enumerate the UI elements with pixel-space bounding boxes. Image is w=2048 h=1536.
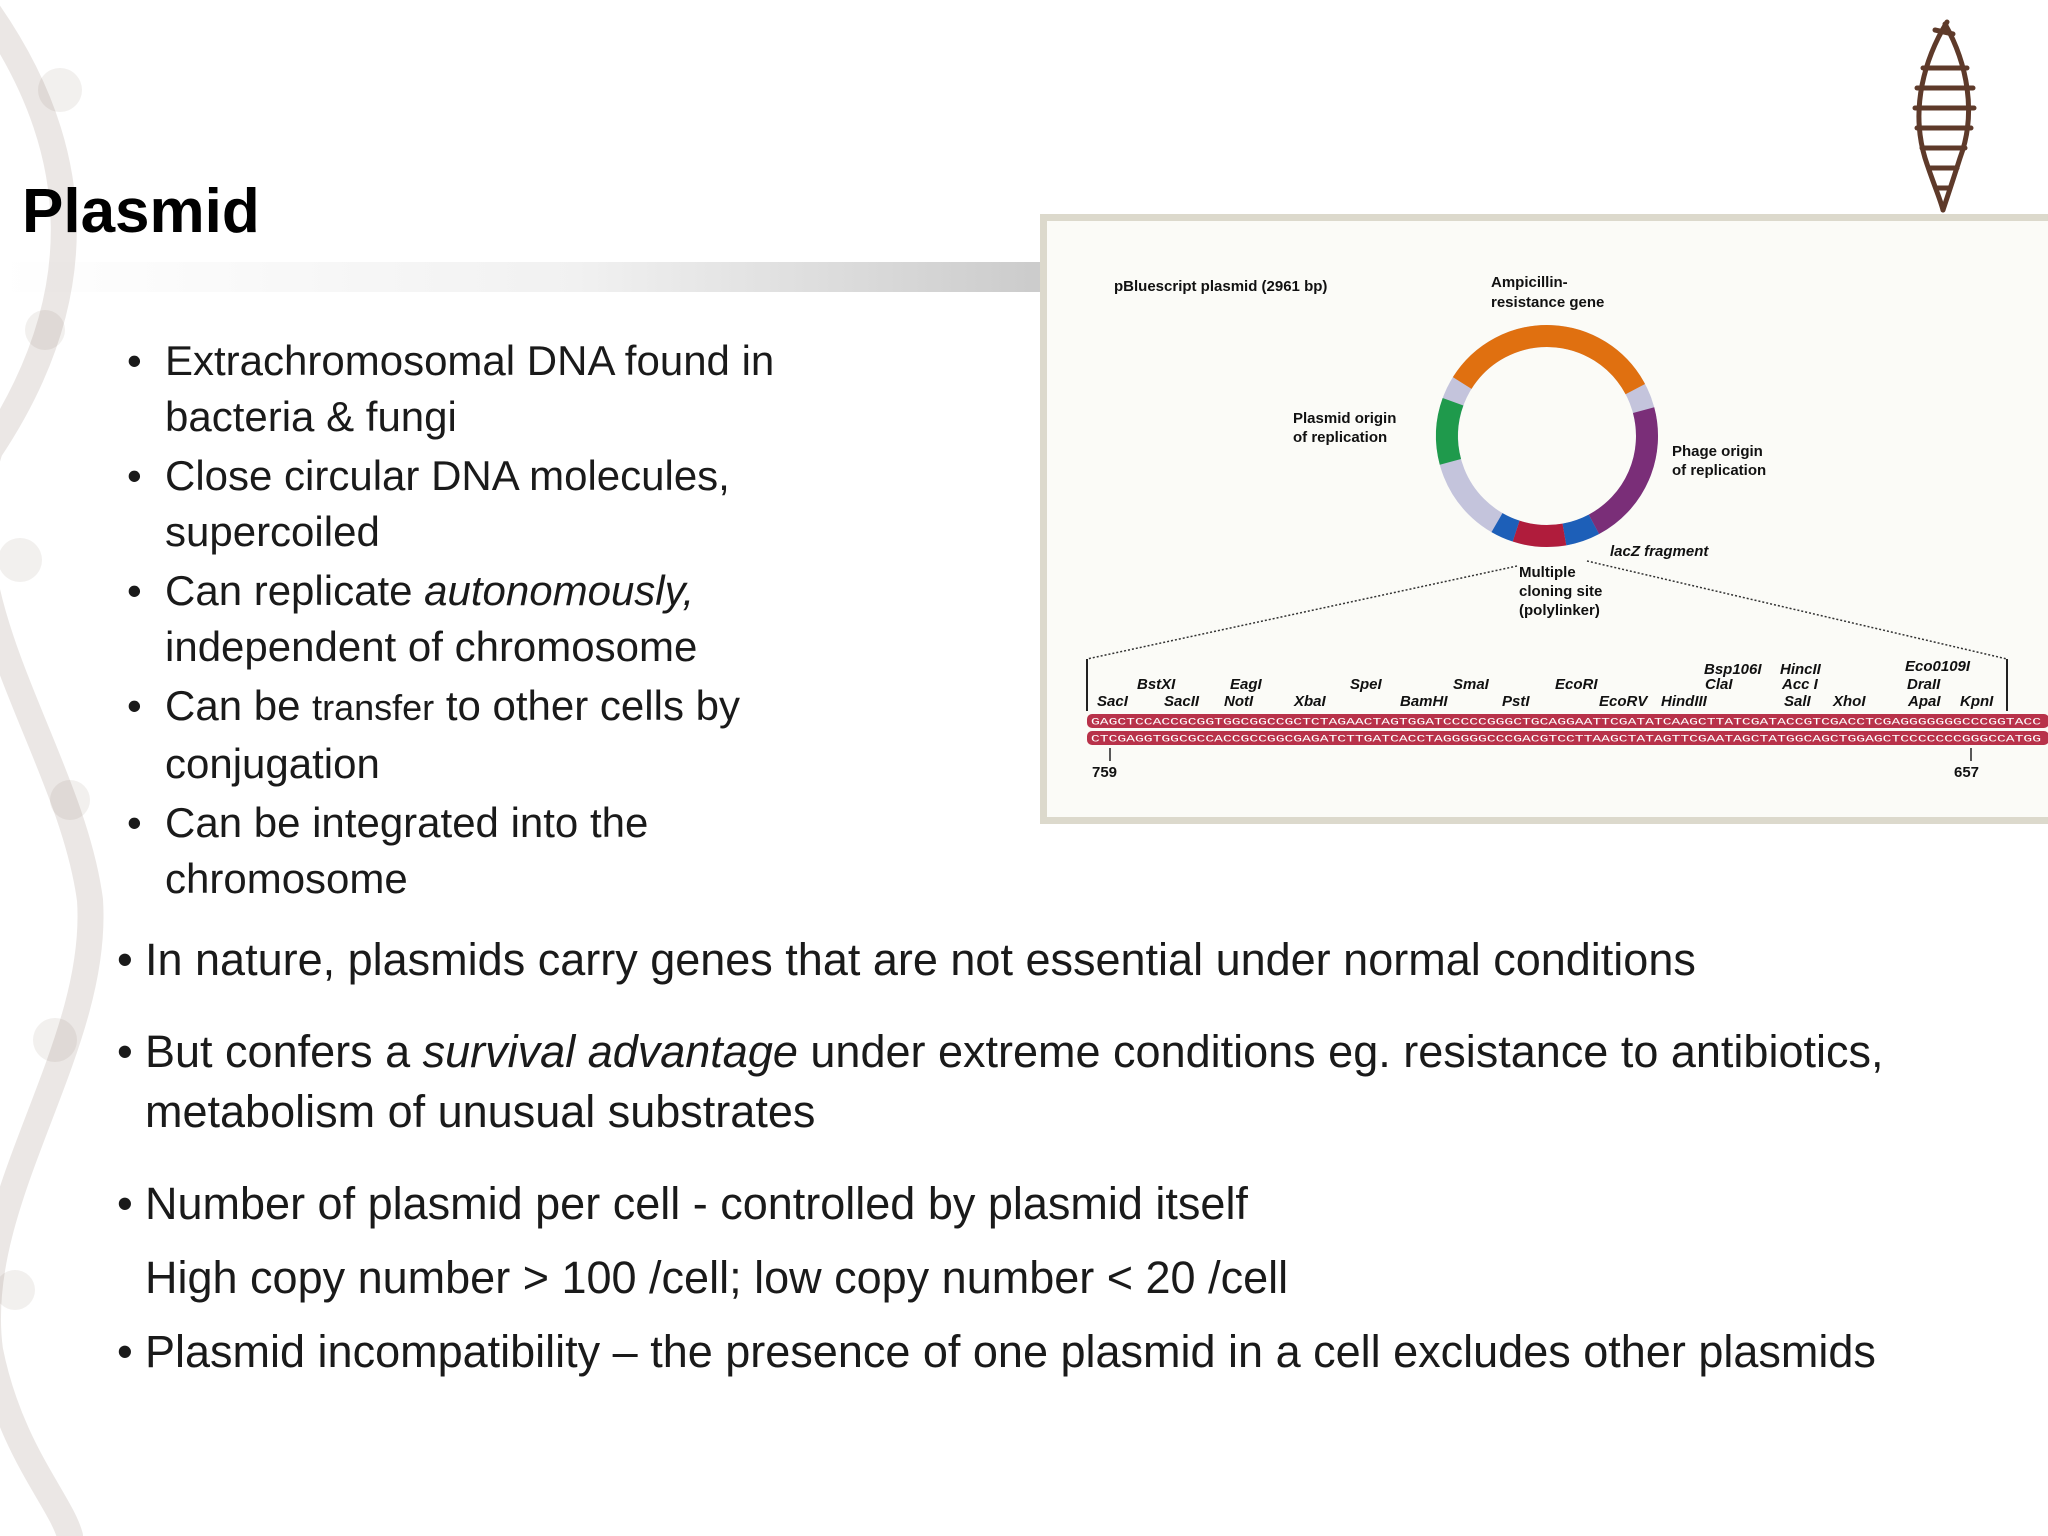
enzyme-label: SacI <box>1097 693 1129 710</box>
header-shadow-line <box>0 262 1050 292</box>
plasmid-title: pBluescript plasmid (2961 bp) <box>1114 278 1327 295</box>
enzyme-label: NotI <box>1224 693 1254 710</box>
position-left: 759 <box>1092 764 1117 781</box>
enzyme-label: BamHI <box>1400 693 1448 710</box>
enzyme-label: Eco0109I <box>1905 658 1971 675</box>
enzyme-label: Acc I <box>1781 676 1819 693</box>
phage-origin-label: of replication <box>1672 462 1766 479</box>
plasmid-figure: pBluescript plasmid (2961 bp) Ampicillin… <box>1040 214 2048 824</box>
top-bullet-list: Extrachromosomal DNA found in bacteria &… <box>127 333 885 910</box>
bullet-text: But confers a <box>145 1026 423 1077</box>
bullet-item: Can replicate autonomously, independent … <box>127 563 885 675</box>
bullet-item: Can be integrated into the chromosome <box>127 795 885 907</box>
phage-origin-label: Phage origin <box>1672 443 1763 460</box>
mcs-label: cloning site <box>1519 583 1602 600</box>
enzyme-label: BstXI <box>1137 676 1176 693</box>
expansion-line-right <box>1586 560 2008 660</box>
enzyme-label: EagI <box>1230 676 1263 693</box>
enzyme-label: SacII <box>1164 693 1200 710</box>
bullet-emphasis: survival advantage <box>422 1026 798 1077</box>
bullet-small-text: transfer <box>312 687 435 728</box>
bullet-item: Close circular DNA molecules, supercoile… <box>127 448 885 560</box>
dna-strand-top <box>1087 714 2048 728</box>
bullet-emphasis: autonomously, <box>424 567 695 614</box>
expansion-line-left <box>1086 565 1518 660</box>
plasmid-origin-label: of replication <box>1293 429 1387 446</box>
bullet-item: Extrachromosomal DNA found in bacteria &… <box>127 333 885 445</box>
sequence-bottom: CTCGAGGTGGCGCCACCGCCGGCGAGATCTTGATCACCTA… <box>1091 734 2041 745</box>
bullet-item: Number of plasmid per cell - controlled … <box>117 1174 1995 1234</box>
enzyme-label: ApaI <box>1907 693 1941 710</box>
enzyme-label: Bsp106I <box>1704 661 1762 678</box>
enzyme-label: XbaI <box>1293 693 1327 710</box>
bullet-text: independent of chromosome <box>165 623 698 670</box>
dna-strand-bottom <box>1087 731 2048 745</box>
bullet-subline: High copy number > 100 /cell; low copy n… <box>145 1252 1289 1303</box>
slide-title: Plasmid <box>22 177 260 246</box>
ampicillin-segment <box>1452 325 1646 395</box>
enzyme-label: SalI <box>1784 693 1812 710</box>
enzyme-label: ClaI <box>1705 676 1733 693</box>
plasmid-diagram: pBluescript plasmid (2961 bp) Ampicillin… <box>1086 274 2048 781</box>
bullet-text: under extreme conditions eg. resistance … <box>145 1026 1884 1137</box>
sequence-top: GAGCTCCACCGCGGTGGCGGCCGCTCTAGAACTAGTGGAT… <box>1091 717 2041 728</box>
dna-logo-icon <box>1912 19 1977 213</box>
plasmid-origin-label: Plasmid origin <box>1293 410 1396 427</box>
enzyme-label: SpeI <box>1350 676 1383 693</box>
bottom-bullet-list: In nature, plasmids carry genes that are… <box>117 930 1995 1382</box>
enzyme-label: HindIII <box>1661 693 1708 710</box>
mcs-label: (polylinker) <box>1519 602 1600 619</box>
phage-origin-segment <box>1588 407 1658 535</box>
enzyme-label: EcoRV <box>1599 693 1649 710</box>
bullet-item: Plasmid incompatibility – the presence o… <box>117 1322 1995 1382</box>
plasmid-origin-segment <box>1436 398 1464 465</box>
position-right: 657 <box>1954 764 1979 781</box>
ampicillin-label: resistance gene <box>1491 294 1604 311</box>
enzyme-label: XhoI <box>1832 693 1866 710</box>
bullet-item: Can be transfer to other cells by conjug… <box>127 678 885 792</box>
mcs-label: Multiple <box>1519 564 1576 581</box>
bullet-item: In nature, plasmids carry genes that are… <box>117 930 1995 990</box>
ampicillin-label: Ampicillin- <box>1491 274 1568 291</box>
lacz-segment <box>1562 514 1600 546</box>
enzyme-label: KpnI <box>1960 693 1994 710</box>
bullet-text: Can replicate <box>165 567 425 614</box>
mcs-segment <box>1512 520 1567 548</box>
enzyme-label: PstI <box>1502 693 1530 710</box>
bullet-item: But confers a survival advantage under e… <box>117 1022 1995 1142</box>
mcs-flank-segment <box>1491 512 1520 542</box>
lacz-label: lacZ fragment <box>1610 543 1709 560</box>
enzyme-label: DraII <box>1907 676 1941 693</box>
enzyme-label: EcoRI <box>1555 676 1598 693</box>
enzyme-label: SmaI <box>1453 676 1490 693</box>
bullet-text: to other cells by conjugation <box>165 682 740 787</box>
enzyme-label: HincII <box>1780 661 1822 678</box>
bullet-text: Can be <box>165 682 313 729</box>
restriction-sites: BstXI EagI SpeI SmaI EcoRI Bsp106I HincI… <box>1097 658 1994 710</box>
